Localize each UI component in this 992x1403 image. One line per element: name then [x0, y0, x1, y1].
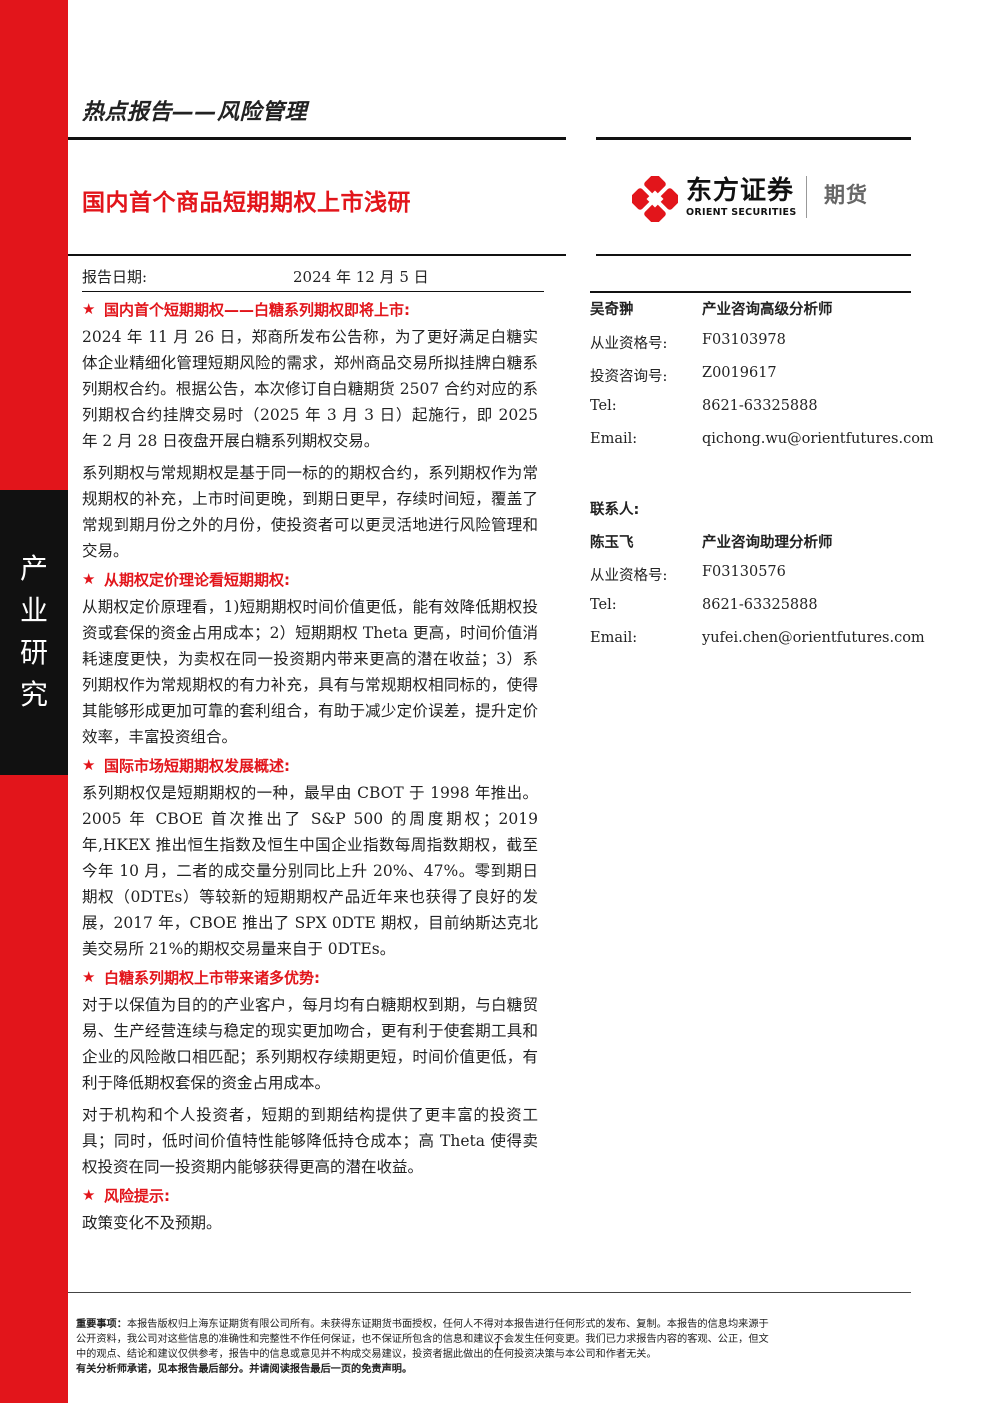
brand-logo: 东方证券 ORIENT SECURITIES 期货	[632, 176, 882, 222]
orient-logo-icon	[632, 176, 678, 222]
main-content: ★ 国内首个短期期权——白糖系列期权即将上市: 2024 年 11 月 26 日…	[82, 294, 538, 1236]
divider	[68, 137, 566, 140]
info-value: Z0019617	[702, 365, 777, 381]
analyst-title: 产业咨询高级分析师	[702, 302, 833, 318]
brand-name-en: ORIENT SECURITIES	[686, 207, 797, 218]
contact-name: 陈玉飞	[590, 535, 634, 551]
side-label-char: 业	[19, 594, 48, 627]
star-icon: ★	[82, 1186, 96, 1204]
section: ★ 国内首个短期期权——白糖系列期权即将上市: 2024 年 11 月 26 日…	[82, 296, 538, 564]
side-label: 产 业 研 究	[0, 548, 68, 716]
contact-email: yufei.chen@orientfutures.com	[702, 630, 925, 646]
contact-info-row: 从业资格号: F03130576	[590, 564, 920, 588]
divider	[596, 137, 911, 140]
section-heading: ★ 风险提示:	[82, 1182, 538, 1208]
analyst-email: qichong.wu@orientfutures.com	[702, 431, 934, 447]
star-icon: ★	[82, 570, 96, 588]
paragraph: 对于以保值为目的的产业客户，每月均有白糖期权到期，与白糖贸易、生产经营连续与稳定…	[82, 996, 538, 1092]
analyst-info-row: Email: qichong.wu@orientfutures.com	[590, 431, 934, 455]
section-heading: ★ 国内首个短期期权——白糖系列期权即将上市:	[82, 296, 538, 322]
report-date-label: 报告日期:	[82, 268, 148, 286]
info-label: Email:	[590, 630, 638, 646]
section: ★ 从期权定价理论看短期期权: 从期权定价原理看，1)短期期权时间价值更低，能有…	[82, 566, 538, 750]
analyst-header: 吴奇翀 产业咨询高级分析师	[590, 298, 920, 322]
info-label: Email:	[590, 431, 638, 447]
disclaimer-text: 本报告版权归上海东证期货有限公司所有。未获得东证期货书面授权，任何人不得对本报告…	[126, 1319, 769, 1330]
disclaimer-footer: 有关分析师承诺，见本报告最后部分。并请阅读报告最后一页的免责声明。	[76, 1364, 413, 1375]
logo-divider	[806, 176, 807, 218]
side-label-char: 产	[19, 552, 48, 585]
info-value: 8621-63325888	[702, 398, 818, 414]
section-heading-text: 从期权定价理论看短期期权:	[104, 570, 290, 589]
paragraph: 政策变化不及预期。	[82, 1214, 222, 1232]
info-value: 8621-63325888	[702, 597, 818, 613]
brand-name-cn: 东方证券	[686, 176, 795, 206]
report-date-value: 2024 年 12 月 5 日	[293, 268, 429, 286]
contact-heading-row: 联系人:	[590, 498, 920, 522]
section-heading: ★ 国际市场短期期权发展概述:	[82, 752, 538, 778]
section-heading: ★ 从期权定价理论看短期期权:	[82, 566, 538, 592]
contact-heading: 联系人:	[590, 502, 640, 518]
contact-title: 产业咨询助理分析师	[702, 535, 833, 551]
paragraph: 2024 年 11 月 26 日，郑商所发布公告称，为了更好满足白糖实体企业精细…	[82, 328, 538, 450]
section: ★ 风险提示: 政策变化不及预期。	[82, 1182, 538, 1236]
section: ★ 国际市场短期期权发展概述: 系列期权仅是短期期权的一种，最早由 CBOT 于…	[82, 752, 538, 962]
divider	[82, 291, 544, 292]
side-label-box	[0, 490, 68, 775]
contact-header: 陈玉飞 产业咨询助理分析师	[590, 531, 920, 555]
disclaimer-line: 重要事项：本报告版权归上海东证期货有限公司所有。未获得东证期货书面授权，任何人不…	[76, 1317, 926, 1332]
section-heading: ★ 白糖系列期权上市带来诸多优势:	[82, 964, 538, 990]
section-heading-text: 风险提示:	[104, 1186, 170, 1205]
page-title: 国内首个商品短期期权上市浅研	[82, 190, 411, 216]
section-heading-text: 国际市场短期期权发展概述:	[104, 756, 290, 775]
report-type: 热点报告——风险管理	[82, 100, 308, 125]
side-label-char: 研	[19, 636, 48, 669]
disclaimer-line: 中的观点、结论和建议仅供参考，报告中的信息或意见并不构成交易建议，投资者据此做出…	[76, 1349, 657, 1360]
paragraph: 系列期权仅是短期期权的一种，最早由 CBOT 于 1998 年推出。2005 年…	[82, 784, 538, 958]
info-label: Tel:	[590, 398, 617, 414]
star-icon: ★	[82, 300, 96, 318]
divider	[596, 254, 911, 256]
section: ★ 白糖系列期权上市带来诸多优势: 对于以保值为目的的产业客户，每月均有白糖期权…	[82, 964, 538, 1180]
section-heading-text: 国内首个短期期权——白糖系列期权即将上市:	[104, 300, 411, 319]
disclaimer-line: 公开资料，我公司对这些信息的准确性和完整性不作任何保证，也不保证所包含的信息和建…	[76, 1334, 769, 1345]
analyst-info-row: Tel: 8621-63325888	[590, 398, 920, 422]
info-label: 从业资格号:	[590, 568, 668, 584]
star-icon: ★	[82, 968, 96, 986]
paragraph: 系列期权与常规期权是基于同一标的的期权合约，系列期权作为常规期权的补充，上市时间…	[82, 464, 538, 560]
info-value: F03130576	[702, 564, 786, 580]
side-label-char: 究	[19, 678, 48, 711]
analyst-name: 吴奇翀	[590, 302, 634, 318]
info-label: 从业资格号:	[590, 336, 668, 352]
info-label: 投资咨询号:	[590, 369, 668, 385]
divider	[68, 1292, 911, 1293]
star-icon: ★	[82, 756, 96, 774]
analyst-info-row: 投资咨询号: Z0019617	[590, 365, 920, 389]
brand-division: 期货	[824, 183, 868, 207]
section-heading-text: 白糖系列期权上市带来诸多优势:	[104, 968, 321, 987]
contact-info-row: Email: yufei.chen@orientfutures.com	[590, 630, 925, 654]
analyst-info-row: 从业资格号: F03103978	[590, 332, 920, 356]
contact-info-row: Tel: 8621-63325888	[590, 597, 920, 621]
info-value: F03103978	[702, 332, 786, 348]
paragraph: 对于机构和个人投资者，短期的到期结构提供了更丰富的投资工具；同时，低时间价值特性…	[82, 1106, 538, 1176]
divider	[590, 291, 911, 293]
info-label: Tel:	[590, 597, 617, 613]
divider	[68, 254, 566, 256]
disclaimer-lead: 重要事项：	[76, 1319, 127, 1330]
page-number: 1	[494, 1340, 501, 1353]
paragraph: 从期权定价原理看，1)短期期权时间价值更低，能有效降低期权投资或套保的资金占用成…	[82, 598, 538, 746]
disclaimer: 重要事项：本报告版权归上海东证期货有限公司所有。未获得东证期货书面授权，任何人不…	[76, 1317, 926, 1377]
